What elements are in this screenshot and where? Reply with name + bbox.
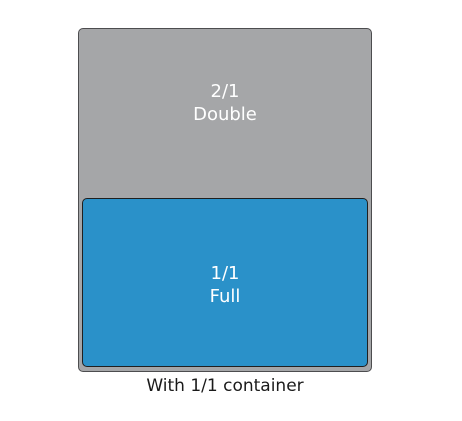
full-pan-block — [82, 198, 368, 367]
double-pan-label: 2/1 Double — [78, 80, 372, 126]
diagram-caption: With 1/1 container — [146, 376, 304, 396]
full-pan-name: Full — [209, 286, 241, 307]
double-pan-name: Double — [193, 104, 257, 125]
full-pan-label: 1/1 Full — [82, 262, 368, 308]
double-pan-fraction: 2/1 — [210, 81, 240, 102]
full-pan-fraction: 1/1 — [210, 263, 240, 284]
